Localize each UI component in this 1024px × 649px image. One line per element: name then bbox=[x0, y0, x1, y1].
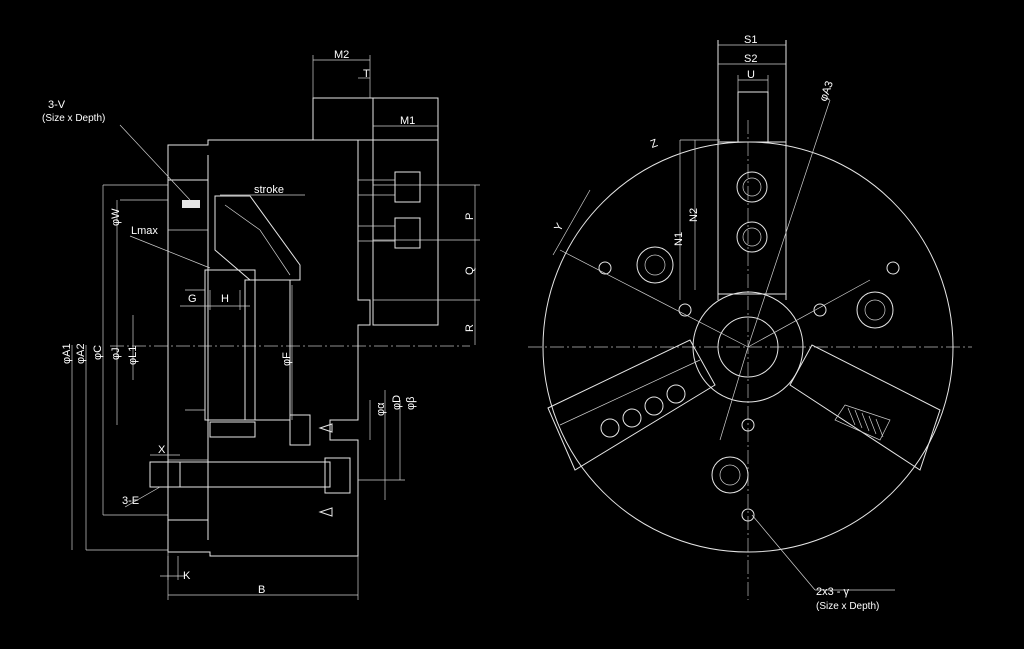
top-jaw-block bbox=[312, 97, 374, 141]
label-y: Y bbox=[552, 221, 566, 234]
label-d: φD bbox=[391, 395, 403, 410]
label-p: P bbox=[464, 213, 476, 220]
label-m2: M2 bbox=[334, 49, 349, 61]
front-construction bbox=[552, 44, 895, 591]
chuck-body-outline bbox=[167, 139, 371, 557]
top-jaw-bolt-1 bbox=[736, 171, 768, 203]
label-n2: N2 bbox=[688, 208, 700, 222]
lower-right-jaw bbox=[789, 344, 941, 471]
label-n1: N1 bbox=[673, 232, 685, 246]
label-l1: φL1 bbox=[127, 346, 139, 365]
label-a2: φA2 bbox=[75, 343, 87, 364]
label-c: φC bbox=[92, 345, 104, 360]
label-m1: M1 bbox=[400, 115, 415, 127]
tap-hole-bottom bbox=[741, 418, 755, 432]
mount-hole-bottom bbox=[711, 456, 749, 494]
mount-hole-left bbox=[636, 246, 674, 284]
top-jaw-bolt-2 bbox=[736, 221, 768, 253]
label-v-note-sub: (Size x Depth) bbox=[42, 113, 105, 124]
label-gamma-note: 2x3 - γ bbox=[816, 586, 850, 598]
lower-left-jaw bbox=[547, 339, 716, 471]
tap-hole-right-2 bbox=[813, 303, 827, 317]
tap-hole-bottom-2 bbox=[741, 508, 755, 522]
label-gamma-note-sub: (Size x Depth) bbox=[816, 601, 879, 612]
label-r: R bbox=[464, 324, 476, 332]
label-s1: S1 bbox=[744, 34, 757, 46]
label-z: Z bbox=[649, 137, 660, 151]
draw-nut-inner bbox=[244, 279, 291, 421]
mount-hole-right bbox=[856, 291, 894, 329]
tap-hole-right bbox=[886, 261, 900, 275]
label-b: B bbox=[258, 584, 265, 596]
label-w: φW bbox=[110, 208, 122, 226]
jaw-bolt-2 bbox=[394, 217, 421, 249]
label-t: T bbox=[363, 68, 370, 80]
label-x: X bbox=[158, 444, 166, 456]
label-k: K bbox=[183, 570, 191, 582]
tap-hole-left-2 bbox=[678, 303, 692, 317]
tap-hole-left bbox=[598, 261, 612, 275]
label-f: φF bbox=[281, 352, 293, 366]
soft-jaw bbox=[372, 139, 439, 326]
front-view: S1 S2 U φA3 Z Y N1 N2 2x3 - γ (Size x De… bbox=[528, 34, 972, 612]
side-view: M2 T M1 3-V (Size x Depth) stroke Lmax G… bbox=[42, 49, 480, 600]
tapped-hole-2 bbox=[318, 507, 333, 517]
mounting-bolt-head bbox=[324, 457, 351, 494]
wedge-plunger bbox=[214, 195, 301, 281]
label-beta: φβ bbox=[405, 397, 417, 410]
label-q: Q bbox=[464, 266, 476, 275]
tapped-hole-1 bbox=[318, 423, 333, 433]
label-stroke: stroke bbox=[254, 184, 284, 196]
chuck-hub-inner bbox=[717, 316, 779, 378]
side-dimensions bbox=[71, 55, 480, 600]
label-a1: φA1 bbox=[61, 343, 73, 364]
label-s2: S2 bbox=[744, 53, 757, 65]
label-a3: φA3 bbox=[818, 80, 836, 103]
mounting-bolt bbox=[179, 461, 331, 488]
label-e: 3-E bbox=[122, 495, 139, 507]
draw-nut bbox=[204, 269, 256, 421]
label-g: G bbox=[188, 293, 197, 305]
label-j: φJ bbox=[110, 347, 122, 360]
label-alpha: φα bbox=[375, 402, 387, 416]
top-jaw bbox=[717, 141, 787, 295]
label-v-note: 3-V bbox=[48, 99, 66, 111]
label-u: U bbox=[747, 69, 755, 81]
label-lmax: Lmax bbox=[131, 225, 158, 237]
chuck-hub-outer bbox=[692, 291, 804, 403]
jaw-bolt-1 bbox=[394, 171, 421, 203]
v-hole bbox=[182, 200, 200, 208]
label-h: H bbox=[221, 293, 229, 305]
